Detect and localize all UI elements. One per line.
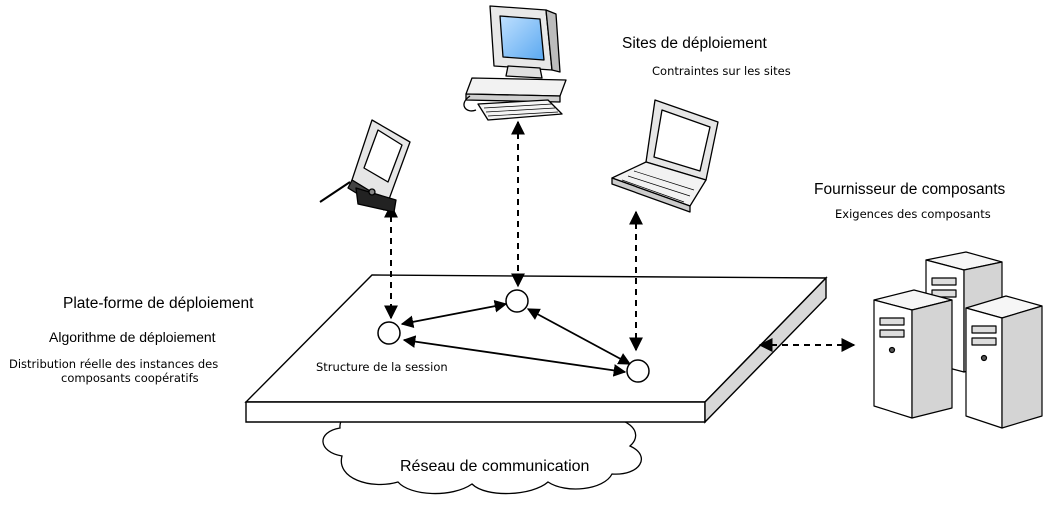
platform-slab: [244, 274, 828, 424]
server-tower-icon: [873, 251, 1043, 429]
network-label: Réseau de communication: [400, 458, 590, 475]
session-node: [626, 359, 650, 383]
laptop-icon: [611, 99, 719, 213]
session-structure-label: Structure de la session: [316, 360, 448, 374]
sites-constraints-label: Contraintes sur les sites: [652, 64, 791, 78]
desktop-computer-icon: [463, 5, 567, 121]
sites-title: Sites de déploiement: [622, 35, 767, 52]
session-node: [505, 289, 529, 313]
session-node: [377, 321, 401, 345]
provider-requirements-label: Exigences des composants: [835, 207, 991, 221]
session-structure: [377, 289, 650, 383]
platform-title: Plate-forme de déploiement: [63, 295, 254, 312]
provider-title: Fournisseur de composants: [814, 181, 1006, 198]
distribution-label-line2: composants coopératifs: [61, 371, 199, 385]
platform-algorithm-label: Algorithme de déploiement: [49, 329, 216, 345]
pda-icon: [319, 119, 411, 213]
distribution-label-line1: Distribution réelle des instances des: [9, 357, 219, 371]
